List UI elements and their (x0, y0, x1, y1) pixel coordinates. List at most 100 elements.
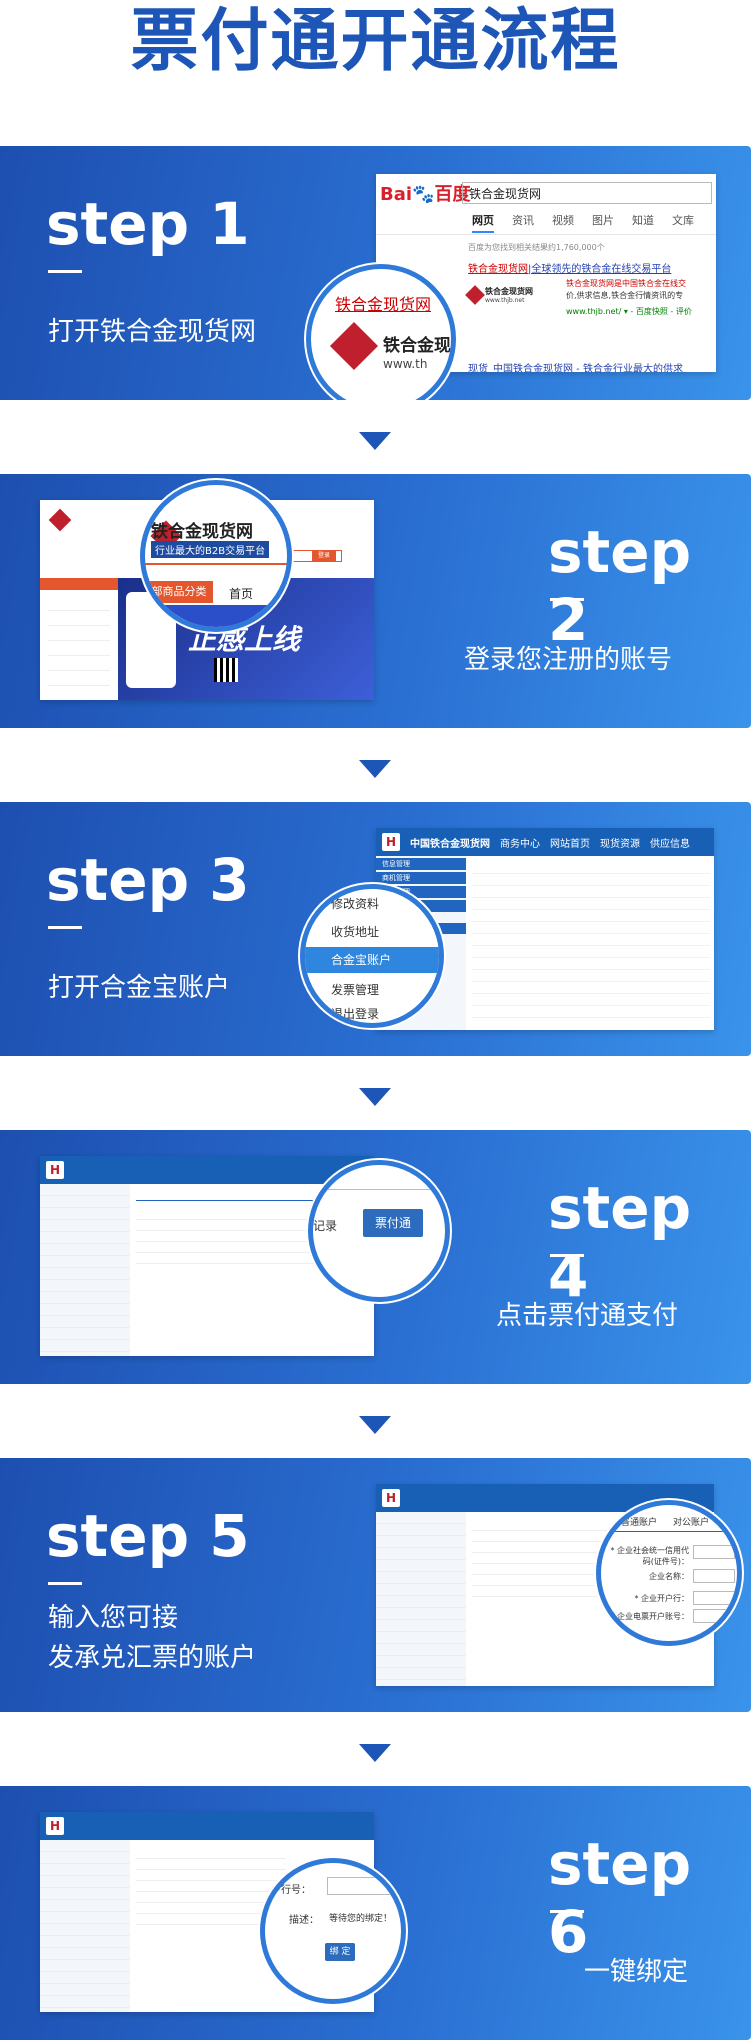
site-logo-icon: H (382, 833, 400, 851)
label-company-name: 企业名称： (649, 1572, 689, 1581)
baidu-logo: Bai🐾百度 (380, 184, 471, 205)
result-title-keyword: 铁合金现货网 (468, 264, 528, 275)
step-5-magnifier: 普通账户 对公账户 * 企业社会统一信用代码(证件号)： 企业名称： * 企业开… (596, 1500, 742, 1646)
bind-logo-icon: H (46, 1817, 64, 1835)
tab-normal-account[interactable]: 普通账户 (621, 1518, 658, 1528)
step-6-desc: 一键绑定 (584, 1957, 689, 1987)
search-tabs: 网页 资讯 视频 图片 知道 文库 (472, 212, 694, 233)
hp-logo-icon (48, 508, 72, 532)
bind-button[interactable]: 绑 定 (325, 1943, 355, 1961)
step-3-divider (48, 926, 82, 929)
hjb-logo-icon: H (46, 1161, 64, 1179)
down-arrow-3 (359, 1088, 391, 1106)
step-5-desc-1: 输入您可接 (48, 1603, 179, 1633)
mag-nav-home[interactable]: 首页 (229, 587, 254, 601)
tab-video[interactable]: 视频 (552, 214, 574, 227)
tab-web[interactable]: 网页 (472, 212, 494, 233)
mag-item-profile[interactable]: 修改资料 (331, 897, 380, 911)
step-5-title: step 5 (46, 1502, 250, 1570)
mag-logo-text: 铁合金现 (383, 336, 451, 356)
mag-desc-value: 等待您的绑定！ (329, 1914, 393, 1924)
nav-spot[interactable]: 现货资源 (600, 838, 640, 850)
down-arrow-4 (359, 1416, 391, 1434)
step-2-magnifier: 铁合金现货网 行业最大的B2B交易平台 部商品分类 首页 (140, 480, 292, 632)
step-4-panel: H 记录 票付通 step 4 点击票付通支付 (0, 1130, 751, 1384)
mag-desc-label: 描述： (289, 1915, 319, 1926)
step-6-panel: H 户行号： 描述： 等待您的绑定！ 绑 定 step 6 一键绑定 (0, 1786, 751, 2040)
mag-item-invoice[interactable]: 发票管理 (331, 983, 380, 997)
step-3-magnifier: 修改资料 收货地址 合金宝账户 发票管理 退出登录 (300, 884, 444, 1028)
hp-category-header (40, 578, 118, 590)
mag-result-title: 铁合金现货网 (335, 295, 432, 314)
down-arrow-1 (359, 432, 391, 450)
tab-zhidao[interactable]: 知道 (632, 214, 654, 227)
company-name-input[interactable] (693, 1569, 735, 1583)
step-2-desc: 登录您注册的账号 (464, 645, 673, 675)
step-5-desc-2: 发承兑汇票的账户 (48, 1643, 257, 1673)
nav-supply[interactable]: 供应信息 (650, 838, 690, 850)
search-input[interactable]: 铁合金现货网 (462, 182, 712, 204)
mag-item-logout[interactable]: 退出登录 (331, 1007, 380, 1021)
mag-item-hejinbao[interactable]: 合金宝账户 (305, 947, 439, 973)
mag-record-label: 记录 (313, 1219, 338, 1233)
hp-category-sidebar (40, 578, 118, 700)
mag-url: www.th (383, 357, 428, 371)
mag-item-address[interactable]: 收货地址 (331, 925, 380, 939)
tab-image[interactable]: 图片 (592, 214, 614, 227)
mag-site-subtitle: 行业最大的B2B交易平台 (151, 541, 270, 558)
result-count: 百度为您找到相关结果约1,760,000个 (468, 243, 605, 252)
account-no-input[interactable] (693, 1609, 735, 1623)
side-business[interactable]: 商机管理 (376, 872, 466, 884)
step-3-title: step 3 (46, 846, 250, 914)
mag-bank-input[interactable] (327, 1877, 399, 1895)
result-desc-1: 铁合金现货网是中国铁合金在线交 (566, 279, 686, 288)
step-2-divider (550, 598, 584, 601)
step-1-title: step 1 (46, 190, 250, 258)
result-logo: 铁合金现货网 www.thjb.net (465, 285, 533, 305)
step-2-panel: 登录 正感上线 铁合金现货网 行业最大的B2B交易平台 部商品分类 首页 ste… (0, 474, 751, 728)
step-6-magnifier: 户行号： 描述： 等待您的绑定！ 绑 定 (260, 1858, 406, 2004)
step-3-panel: step 3 打开合金宝账户 H 中国铁合金现货网 商务中心 网站首页 现货资源… (0, 802, 751, 1056)
down-arrow-2 (359, 760, 391, 778)
label-credit-code: * 企业社会统一信用代码(证件号)： (610, 1546, 689, 1566)
bind-sidebar (40, 1840, 130, 2012)
acct-sidebar (376, 1512, 466, 1686)
site-name: 中国铁合金现货网 (410, 838, 490, 850)
bind-header: H (40, 1812, 374, 1840)
tab-corporate-account[interactable]: 对公账户 (673, 1518, 710, 1528)
step-4-title: step 4 (548, 1174, 692, 1310)
mag-category-menu[interactable]: 部商品分类 (145, 581, 213, 603)
step-4-desc: 点击票付通支付 (496, 1301, 679, 1331)
mag-banner-strip (145, 605, 287, 627)
nav-home[interactable]: 网站首页 (550, 838, 590, 850)
result-desc-2: 价,供求信息,铁合金行情资讯的专 (566, 291, 684, 300)
step-3-desc: 打开合金宝账户 (48, 973, 231, 1003)
logo-name: 铁合金现货网 (485, 287, 533, 296)
result-2[interactable]: 现货_中国铁合金现货网 - 铁合金行业最大的供求 (468, 364, 683, 372)
result-title[interactable]: 铁合金现货网|全球领先的铁合金在线交易平台 (468, 260, 671, 275)
piaofutong-button[interactable]: 票付通 (363, 1209, 423, 1237)
label-bank: * 企业开户行： (634, 1594, 689, 1603)
step-4-divider (550, 1254, 584, 1257)
down-arrow-5 (359, 1744, 391, 1762)
page-title: 票付通开通流程 (130, 2, 621, 81)
hp-login-button[interactable]: 登录 (312, 550, 336, 562)
step-4-magnifier: 记录 票付通 (308, 1160, 450, 1302)
step-1-divider (48, 270, 82, 273)
tab-news[interactable]: 资讯 (512, 214, 534, 227)
mag-th-logo-icon (329, 321, 379, 371)
side-info[interactable]: 信息管理 (376, 858, 466, 870)
mag-tab-line (313, 1189, 445, 1190)
hp-category-list (48, 596, 110, 700)
step-6-title: step 6 (548, 1830, 692, 1966)
member-header: H 中国铁合金现货网 商务中心 网站首页 现货资源 供应信息 (376, 828, 714, 856)
th-logo-icon (465, 285, 485, 305)
mag-nav-line (145, 563, 287, 565)
tab-wenku[interactable]: 文库 (672, 214, 694, 227)
bank-input[interactable] (693, 1591, 735, 1605)
result-title-rest: |全球领先的铁合金在线交易平台 (528, 264, 672, 275)
nav-business-center[interactable]: 商务中心 (500, 838, 540, 850)
credit-code-input[interactable] (693, 1545, 735, 1559)
step-1-panel: step 1 打开铁合金现货网 Bai🐾百度 铁合金现货网 网页 资讯 视频 图… (0, 146, 751, 400)
step-2-title: step 2 (548, 518, 692, 654)
